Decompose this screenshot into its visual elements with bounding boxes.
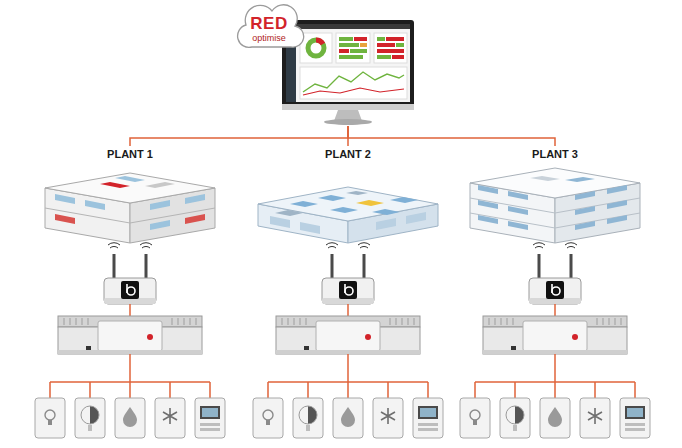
illustration-part (276, 316, 420, 354)
illustration-part (303, 88, 404, 95)
plant-node: PLANT 1 (40, 146, 220, 246)
illustration-part (300, 222, 320, 234)
illustration-part (372, 209, 400, 215)
illustration-part (324, 119, 372, 125)
illustration-part (396, 43, 404, 47)
illustration-part (290, 201, 318, 207)
illustration-part (390, 197, 418, 203)
illustration-part (377, 49, 404, 53)
illustration-part (575, 206, 595, 215)
illustration-part (129, 304, 131, 316)
illustration-part (253, 354, 443, 438)
illustration-part (300, 33, 332, 63)
illustration-part (330, 207, 358, 213)
plant-hardware (35, 243, 650, 438)
platform-node: REDoptimise (232, 0, 464, 126)
illustration-part (508, 221, 528, 230)
plant-node: PLANT 2 (258, 146, 438, 246)
illustration-part (308, 40, 324, 56)
illustration-part (376, 218, 396, 230)
illustration-part (45, 173, 215, 203)
illustration-part (339, 55, 363, 59)
illustration-part (339, 43, 359, 47)
illustration-part (565, 177, 595, 182)
illustration-part (478, 215, 498, 224)
illustration-part (58, 316, 202, 354)
illustration-part (318, 195, 346, 201)
illustration-part (354, 37, 367, 41)
illustration-part (104, 243, 156, 304)
illustration-part (300, 67, 407, 99)
illustration-part (554, 304, 556, 316)
illustration-part (346, 191, 368, 195)
illustration-part (322, 243, 374, 304)
illustration-part (339, 37, 353, 41)
illustration-part (360, 43, 367, 47)
illustration-part (85, 200, 105, 210)
logo-text-group: REDoptimise (240, 15, 298, 43)
illustration-part (483, 316, 627, 354)
logo-cloud (238, 5, 304, 48)
illustration-part (282, 104, 414, 110)
illustration-part (316, 40, 323, 44)
plant-building (258, 187, 438, 243)
illustration-part (470, 213, 640, 228)
logo-wordmark: RED (240, 15, 298, 33)
illustration-part (575, 191, 595, 200)
illustration-part (286, 24, 410, 102)
illustration-part (392, 55, 404, 59)
illustration-part (478, 185, 498, 194)
illustration-part (470, 168, 640, 198)
illustration-part (45, 208, 215, 223)
illustration-part (374, 33, 407, 63)
logo-tagline: optimise (240, 33, 298, 43)
illustration-part (115, 176, 145, 182)
plant-building (470, 168, 640, 243)
illustration-part (529, 243, 581, 304)
illustration-part (377, 43, 395, 47)
illustration-part (406, 212, 426, 224)
illustration-part (275, 210, 303, 216)
illustration-part (377, 55, 391, 59)
plant-node: PLANT 3 (465, 146, 645, 246)
illustration-part (185, 214, 205, 224)
illustration-part (303, 72, 404, 92)
illustration-part (270, 216, 290, 228)
illustration-part (508, 206, 528, 215)
illustration-part (35, 354, 225, 438)
illustration-part (286, 24, 410, 29)
illustration-part (607, 215, 627, 224)
illustration-part (508, 191, 528, 200)
illustration-part (460, 354, 650, 438)
illustration-part (470, 198, 640, 213)
illustration-part (336, 33, 370, 63)
illustration-part (55, 214, 75, 224)
network-link (130, 126, 348, 146)
illustration-part (575, 221, 595, 230)
network-link (348, 126, 555, 146)
illustration-part (350, 49, 367, 53)
illustration-part (607, 200, 627, 209)
illustration-part (100, 182, 130, 188)
illustration-part (55, 194, 75, 204)
plant-label: PLANT 3 (465, 146, 645, 161)
illustration-part (347, 304, 349, 316)
illustration-part (607, 185, 627, 194)
illustration-part (356, 200, 384, 206)
illustration-part (150, 200, 170, 210)
plant-building (45, 173, 215, 243)
plant-label: PLANT 1 (40, 146, 220, 161)
illustration-part (145, 182, 175, 188)
illustration-part (478, 200, 498, 209)
illustration-part (386, 37, 404, 41)
illustration-part (150, 220, 170, 230)
illustration-part (530, 176, 560, 181)
illustration-part (377, 37, 385, 41)
plant-label: PLANT 2 (258, 146, 438, 161)
illustration-part (185, 194, 205, 204)
illustration-part (339, 49, 349, 53)
